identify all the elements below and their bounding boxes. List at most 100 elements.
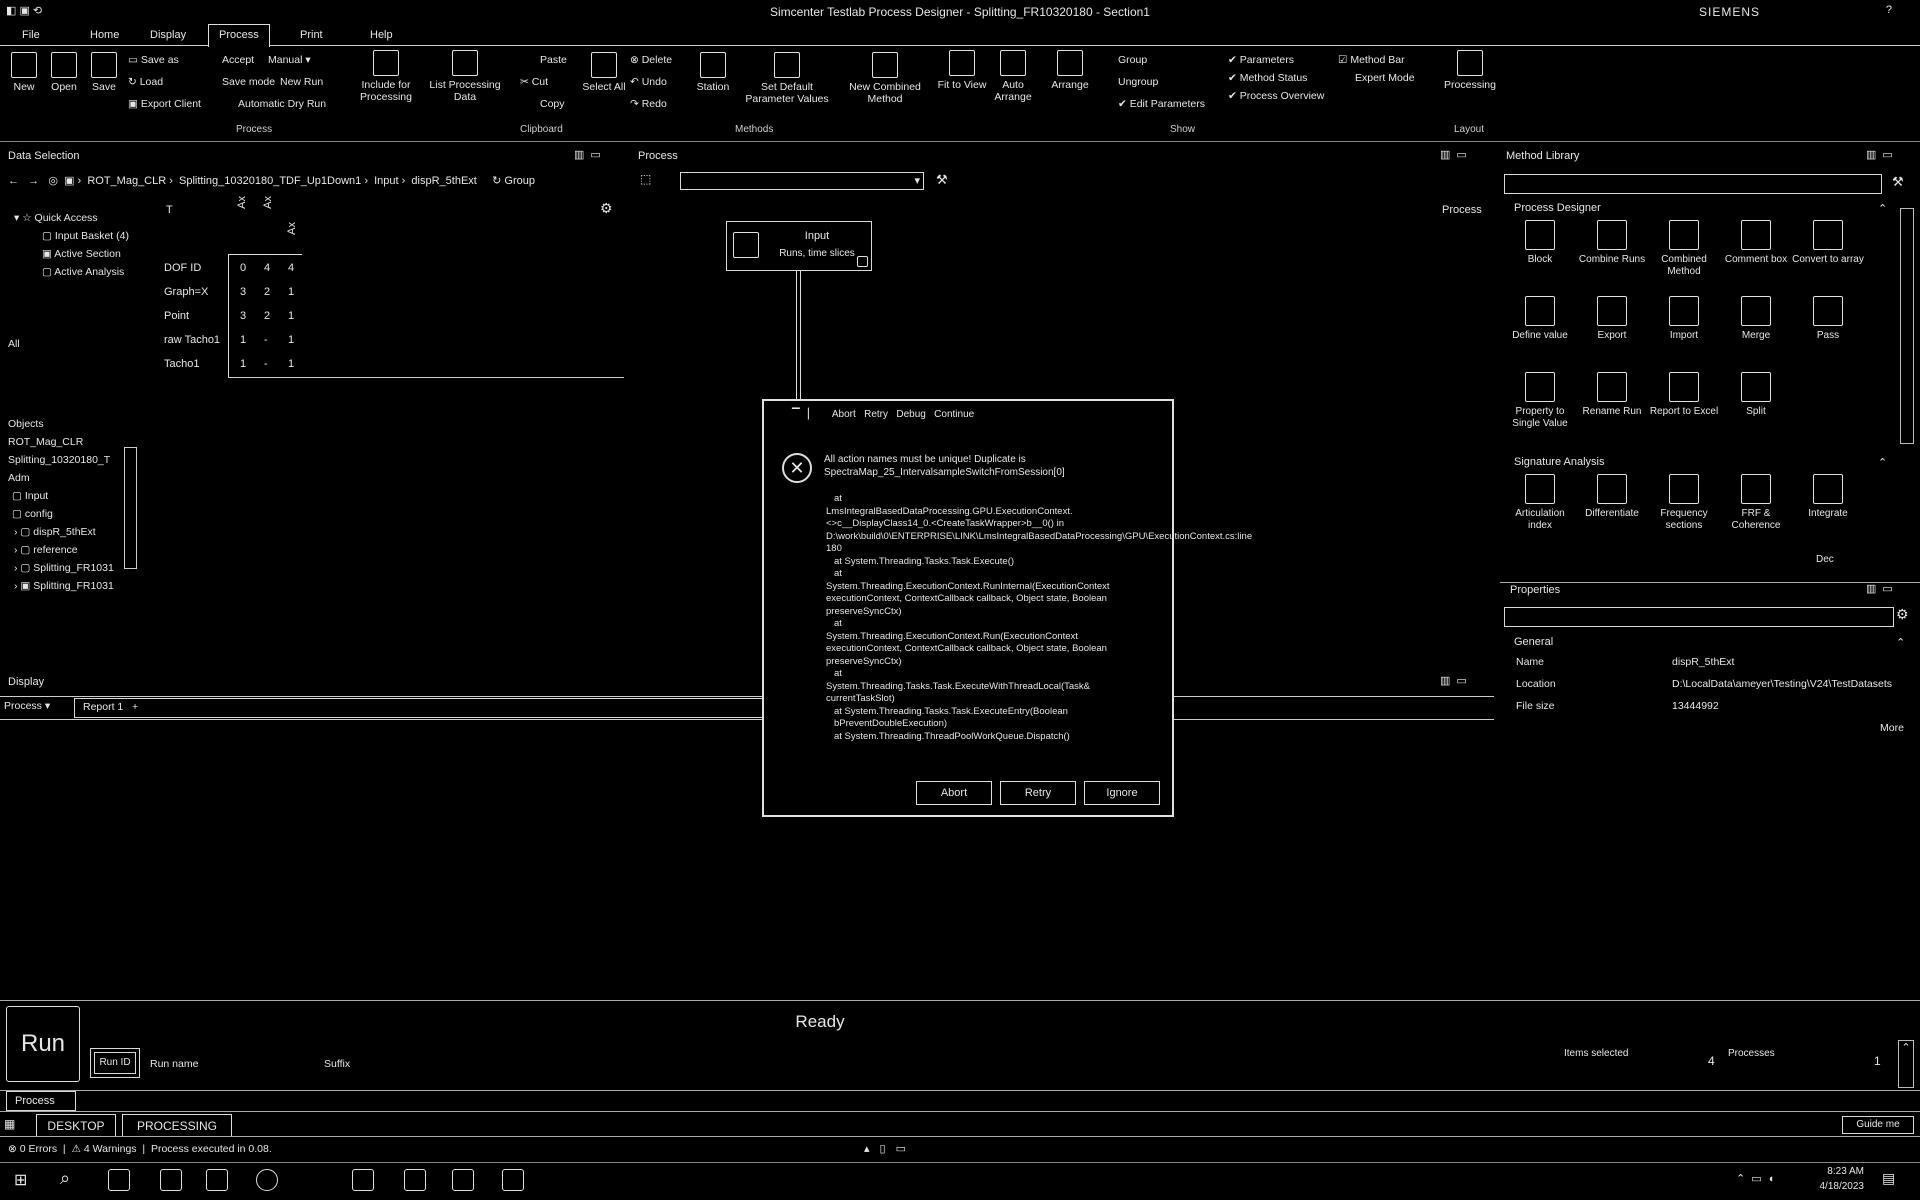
table-cell[interactable]: 3 [240, 286, 247, 298]
automatic-dry-run-button[interactable]: Automatic Dry Run [238, 98, 327, 110]
windows-start-icon[interactable]: ⊞ [14, 1172, 28, 1189]
show-parameters-checkbox[interactable]: ✔ Parameters [1228, 54, 1294, 66]
collapse-pd-icon[interactable]: ⌃ [1878, 203, 1888, 215]
table-cell[interactable]: - [264, 358, 268, 370]
table-cell[interactable]: 2 [264, 286, 271, 298]
display-tab-report[interactable]: Report 1 + [74, 698, 764, 718]
input-process-node[interactable]: Input Runs, time slices [726, 221, 872, 271]
warnings-icon[interactable]: ⚠ [71, 1143, 81, 1155]
properties-section-general[interactable]: General [1514, 636, 1554, 648]
wrench-icon[interactable]: ⚒ [936, 172, 948, 187]
file-explorer-icon[interactable] [160, 1169, 182, 1191]
method-item[interactable]: Property to Single Value [1504, 372, 1576, 430]
tree-item[interactable]: › ▢ Splitting_FR1031 [14, 562, 114, 574]
notification-icon[interactable]: ▤ [1882, 1170, 1896, 1186]
method-item[interactable]: Articulation index [1504, 474, 1576, 532]
method-item[interactable]: Combine Runs [1576, 220, 1648, 266]
quick-item-active-section[interactable]: ▣ Active Section [42, 248, 121, 260]
method-library-panel-icons[interactable]: ▥▭ [1866, 149, 1899, 161]
station-button[interactable]: Station [685, 52, 741, 93]
save-button[interactable]: Save [80, 52, 128, 93]
more-link[interactable]: More [1880, 722, 1904, 734]
expert-mode-toggle[interactable]: Expert Mode [1355, 72, 1415, 84]
properties-search-input[interactable] [1504, 607, 1894, 627]
guide-me-button[interactable]: Guide me [1842, 1116, 1914, 1134]
save-mode-button[interactable]: Save mode [222, 76, 276, 88]
table-cell[interactable]: 4 [264, 262, 271, 274]
app-icon-4[interactable] [404, 1169, 426, 1191]
tab-help[interactable]: Help [370, 29, 393, 41]
processing-tab[interactable]: PROCESSING [122, 1114, 232, 1136]
abort-button[interactable]: Abort [916, 781, 992, 805]
quick-access[interactable]: ▾ ☆ Quick Access [14, 212, 98, 224]
table-cell[interactable]: - [264, 334, 268, 346]
method-item[interactable]: Rename Run [1576, 372, 1648, 418]
save-as-button[interactable]: ▭ Save as [128, 54, 179, 66]
process-panel-icons[interactable]: ▥▭ [1440, 149, 1473, 161]
open-button[interactable]: Open [40, 52, 88, 93]
collapse-sa-icon[interactable]: ⌃ [1878, 457, 1888, 469]
properties-settings-gear-icon[interactable]: ⚙ [1896, 606, 1909, 622]
new-button[interactable]: New [0, 52, 48, 93]
undo-button[interactable]: ↶ Undo [630, 76, 667, 88]
load-button[interactable]: ↻ Load [128, 76, 164, 88]
run-area-scroll-icon[interactable]: ⌃ [1898, 1040, 1914, 1088]
group-icon[interactable]: ↻ [492, 175, 502, 187]
table-cell[interactable]: 1 [240, 334, 247, 346]
forward-icon[interactable]: → [28, 175, 40, 187]
show-method-status-checkbox[interactable]: ✔ Method Status [1228, 72, 1308, 84]
copy-button[interactable]: Copy [540, 98, 565, 110]
breadcrumb-0[interactable]: ROT_Mag_CLR [87, 175, 167, 187]
location-icon[interactable]: ▣ [64, 175, 75, 187]
app-icon-2[interactable] [256, 1169, 278, 1191]
desktop-tab[interactable]: DESKTOP [36, 1114, 116, 1136]
table-cell[interactable]: 0 [240, 262, 247, 274]
process-tab[interactable]: Process [6, 1091, 76, 1111]
data-selection-panel-icons[interactable]: ▥▭ [574, 149, 607, 161]
section-process-designer[interactable]: Process Designer [1514, 202, 1601, 214]
breadcrumb-2[interactable]: Input [374, 175, 399, 187]
suffix-field[interactable]: Suffix [324, 1058, 351, 1070]
table-cell[interactable]: 1 [240, 358, 247, 370]
table-head-ax3[interactable]: Ax [286, 222, 298, 235]
tab-print[interactable]: Print [300, 29, 323, 41]
apps-grid-icon[interactable]: ▦ [4, 1117, 16, 1131]
settings-gear-icon[interactable]: ⚙ [600, 200, 613, 216]
method-search-input[interactable] [1504, 174, 1882, 194]
tree-item[interactable]: Splitting_10320180_T [8, 454, 110, 466]
display-panel-icons[interactable]: ▥▭ [1440, 675, 1473, 687]
method-item[interactable]: Export [1576, 296, 1648, 342]
property-value[interactable]: D:\LocalData\ameyer\Testing\V24\TestData… [1672, 678, 1893, 690]
method-library-scrollbar[interactable] [1900, 208, 1914, 444]
run-button[interactable]: Run [6, 1006, 80, 1082]
table-head-ax2[interactable]: Ax [262, 196, 274, 209]
side-label-all[interactable]: All [8, 338, 20, 350]
table-cell[interactable]: 2 [264, 310, 271, 322]
table-cell[interactable]: 1 [288, 310, 295, 322]
properties-panel-icons[interactable]: ▥▭ [1866, 583, 1899, 595]
pointer-tool-icon[interactable]: ⬚ [640, 172, 652, 186]
run-name-field[interactable]: Run name [150, 1058, 199, 1070]
method-item[interactable]: Frequency sections [1648, 474, 1720, 532]
table-cell[interactable]: 1 [288, 286, 295, 298]
method-item-partial[interactable]: Dec [1816, 554, 1834, 565]
new-run-button[interactable]: New Run [280, 76, 324, 88]
task-view-icon[interactable] [108, 1169, 130, 1191]
tab-file[interactable]: File [22, 29, 40, 41]
app-icon-5[interactable] [452, 1169, 474, 1191]
tree-item[interactable]: Adm [8, 472, 30, 484]
arrange-button[interactable]: Arrange [1040, 50, 1100, 91]
processing-layout-button[interactable]: Processing [1438, 50, 1502, 91]
process-search-input[interactable]: ▾ [680, 172, 924, 190]
app-icon-6[interactable] [502, 1169, 524, 1191]
status-center-icons[interactable]: ▴▯▭ [864, 1143, 916, 1155]
table-row-label[interactable]: Point [164, 310, 190, 322]
redo-button[interactable]: ↷ Redo [630, 98, 667, 110]
tree-scrollbar[interactable] [124, 447, 137, 569]
method-item[interactable]: Differentiate [1576, 474, 1648, 520]
method-wrench-icon[interactable]: ⚒ [1892, 174, 1904, 189]
fit-to-view-button[interactable]: Fit to View [936, 50, 988, 91]
method-item[interactable]: Split [1720, 372, 1792, 418]
node-edit-icon[interactable] [857, 256, 868, 267]
errors-count[interactable]: 0 Errors [19, 1143, 58, 1155]
